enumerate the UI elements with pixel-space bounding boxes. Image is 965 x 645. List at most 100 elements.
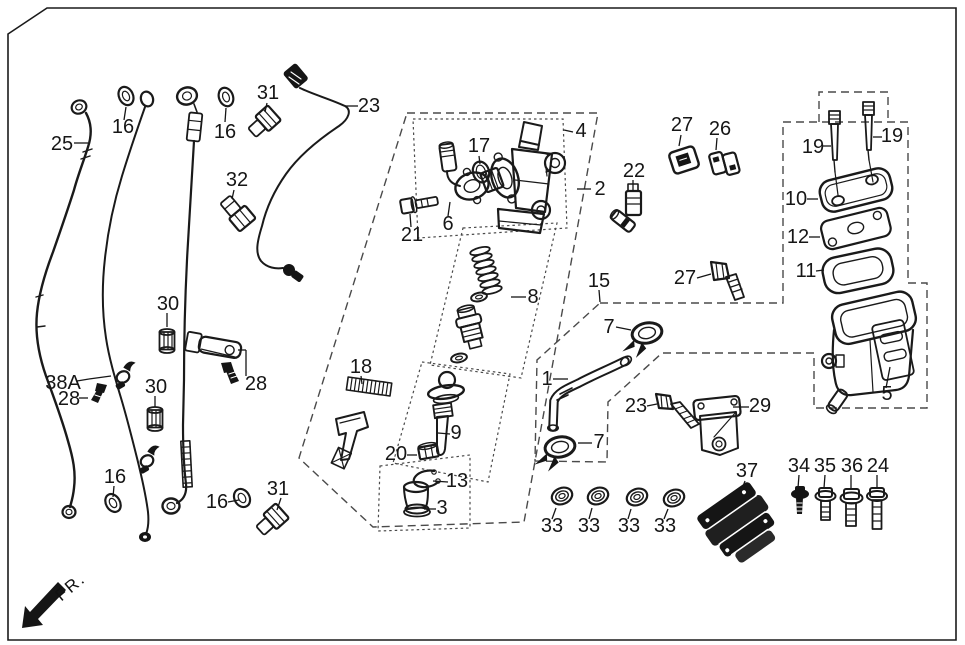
sealing-washer-16-d — [232, 487, 252, 509]
part-label-28-a: 28 — [58, 388, 80, 410]
flange-bolt-36 — [839, 488, 864, 527]
leader-line — [447, 201, 451, 217]
part-label-4: 4 — [575, 120, 586, 142]
leader-line — [432, 480, 449, 483]
sealing-washer-16-a — [117, 85, 135, 107]
leader-line — [227, 499, 240, 503]
part-label-19-b: 19 — [881, 125, 903, 147]
leader-line — [112, 485, 115, 498]
part-label-34: 34 — [788, 455, 810, 477]
leader-line — [551, 507, 557, 520]
leader-line — [797, 474, 800, 489]
part-label-35: 35 — [814, 455, 836, 477]
part-label-13: 13 — [446, 470, 468, 492]
front-direction-indicator: FR. — [22, 569, 89, 628]
screw-34 — [791, 486, 809, 514]
part-label-29: 29 — [749, 395, 771, 417]
part-label-38A: 38A — [45, 372, 81, 394]
leader-line — [276, 497, 282, 511]
hose-clamp-lower — [139, 445, 160, 474]
grommet-30-b — [146, 406, 164, 432]
abs-modulator-37 — [697, 482, 776, 563]
part-label-33-b: 33 — [578, 515, 600, 537]
sealing-washer-16-b — [217, 86, 235, 108]
leader-line — [696, 273, 712, 279]
part-label-27-a: 27 — [671, 114, 693, 136]
mount-washer-33-d — [662, 488, 686, 508]
part-label-1: 1 — [541, 368, 552, 390]
mount-washer-33-b — [586, 486, 610, 506]
part-label-33-c: 33 — [618, 515, 640, 537]
pipe-clamp-26 — [708, 150, 741, 176]
part-label-37: 37 — [736, 460, 758, 482]
leader-line — [231, 189, 235, 200]
part-label-7-b: 7 — [593, 431, 604, 453]
grommet-30-a — [158, 328, 176, 354]
reservoir-screw-19-right — [862, 101, 875, 183]
leader-line — [815, 269, 825, 272]
leader-line — [885, 366, 891, 389]
bolt-28-right — [221, 362, 239, 384]
leader-line — [437, 432, 451, 435]
part-label-33-a: 33 — [541, 515, 563, 537]
group-box-boot — [377, 454, 471, 532]
nut-20 — [417, 441, 440, 461]
hose-clamp-7-a — [622, 321, 664, 358]
part-label-8: 8 — [527, 286, 538, 308]
leader-line — [823, 474, 826, 489]
group-box-reservoir-and-hose — [534, 121, 928, 463]
front-arrow-icon — [22, 582, 66, 628]
part-label-32: 32 — [226, 169, 248, 191]
part-label-17: 17 — [468, 135, 490, 157]
part-label-2: 2 — [594, 178, 605, 200]
pipe-bracket-28 — [184, 331, 243, 360]
bolt-28-left — [91, 383, 107, 403]
brake-hose-25 — [35, 99, 93, 520]
part-label-20: 20 — [385, 443, 407, 465]
reservoir-5 — [820, 290, 918, 415]
part-label-27-b: 27 — [674, 267, 696, 289]
leader-line — [615, 326, 632, 331]
part-label-30-a: 30 — [157, 293, 179, 315]
front-direction-label: FR. — [52, 569, 90, 605]
leader-line — [646, 403, 658, 407]
master-cylinder-body — [489, 121, 567, 235]
part-label-28-b: 28 — [245, 373, 267, 395]
leader-line — [563, 129, 574, 133]
group-boxes — [298, 91, 928, 532]
leader-line — [76, 378, 90, 382]
oil-bolt-32 — [220, 195, 257, 233]
group-box-screws — [818, 91, 889, 122]
flange-bolt-24 — [866, 487, 888, 530]
leader-line — [360, 375, 363, 385]
group-box-4 — [412, 118, 568, 239]
part-label-36: 36 — [841, 455, 863, 477]
leader-line — [715, 137, 718, 151]
hose-clamp-7-b — [534, 435, 577, 472]
part-label-5: 5 — [881, 383, 892, 405]
leader-line — [264, 102, 268, 113]
part-label-19-a: 19 — [802, 136, 824, 158]
bracket-29 — [692, 394, 742, 456]
leader-lines-layer — [74, 102, 891, 520]
part-label-9: 9 — [450, 422, 461, 444]
part-label-30-b: 30 — [145, 376, 167, 398]
leader-line — [224, 107, 227, 123]
part-label-23-b: 23 — [625, 395, 647, 417]
part-label-23-a: 23 — [358, 95, 380, 117]
flange-bolt-35 — [814, 487, 837, 521]
leader-line — [588, 507, 593, 520]
reservoir-screw-19-left — [828, 110, 841, 196]
leader-line — [409, 213, 412, 228]
part-label-7-a: 7 — [603, 316, 614, 338]
diaphragm-plate-12 — [819, 206, 892, 251]
leader-line — [88, 375, 112, 380]
joint-valve-22 — [609, 183, 643, 233]
part-label-16-d: 16 — [206, 491, 228, 513]
group-box-2 — [298, 112, 599, 528]
part-label-21: 21 — [401, 224, 423, 246]
part-label-15: 15 — [588, 270, 610, 292]
mount-washer-33-a — [550, 486, 574, 506]
